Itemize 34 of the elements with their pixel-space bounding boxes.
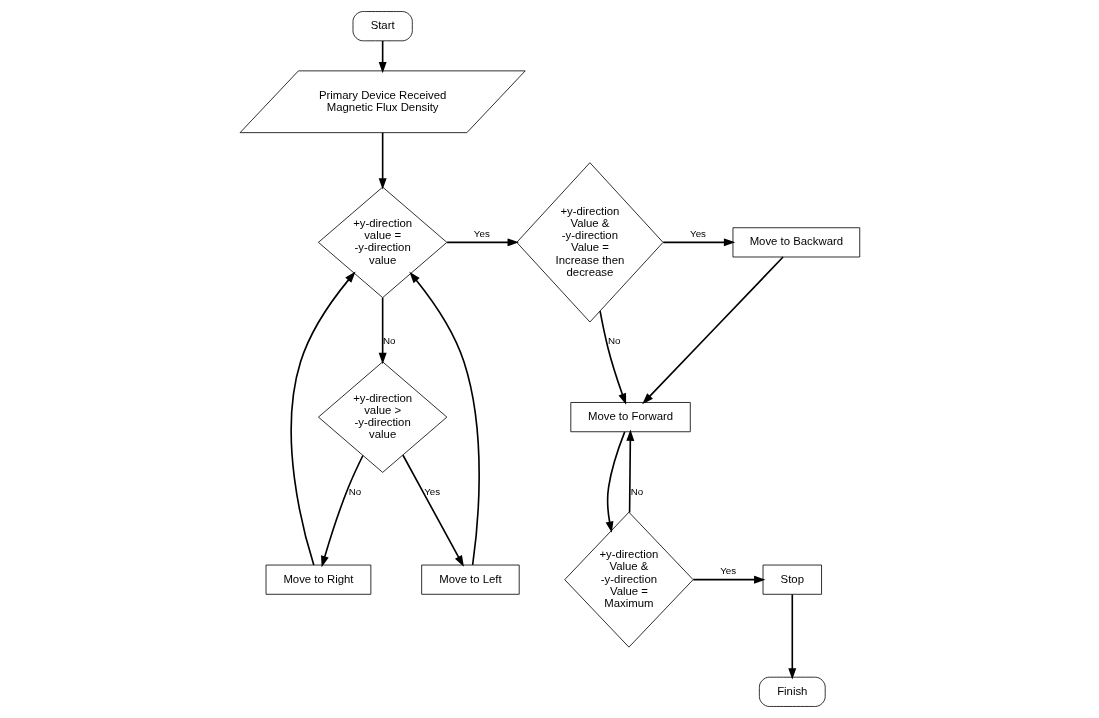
arrow bbox=[378, 40, 387, 74]
edge-label: No bbox=[607, 335, 621, 347]
arrow bbox=[290, 271, 356, 566]
node-box: Move to Left bbox=[420, 564, 520, 595]
arrow bbox=[378, 296, 387, 365]
edge-label: Yes bbox=[473, 228, 490, 240]
arrow bbox=[320, 454, 364, 568]
node-diamond: +y-direction value = -y-direction value bbox=[317, 186, 447, 299]
arrow bbox=[401, 454, 464, 567]
node-box: Start bbox=[352, 11, 413, 42]
edge-label: No bbox=[630, 485, 643, 497]
node-box: Finish bbox=[758, 676, 826, 707]
arrow bbox=[691, 575, 765, 584]
arrow bbox=[641, 256, 784, 405]
arrow bbox=[625, 429, 634, 514]
node-diamond: +y-direction Value & -y-direction Value = Increase then decrease bbox=[515, 162, 663, 323]
node-box: Move to Backward bbox=[732, 227, 860, 258]
edge-label: Yes bbox=[719, 565, 736, 577]
arrow bbox=[445, 238, 519, 247]
edge-label: Yes bbox=[689, 228, 706, 240]
arrow bbox=[605, 431, 626, 533]
arrow bbox=[787, 593, 796, 680]
arrow bbox=[661, 238, 735, 247]
node-box: Move to Forward bbox=[569, 402, 691, 433]
edge-label: Yes bbox=[423, 485, 440, 497]
arrow bbox=[378, 131, 387, 190]
node-diamond: +y-direction Value & -y-direction Value = Maximum bbox=[563, 511, 694, 648]
node-diamond: +y-direction value > -y-direction value bbox=[317, 361, 447, 473]
arrow bbox=[598, 310, 626, 405]
arrow bbox=[408, 271, 480, 566]
edge-label: No bbox=[382, 335, 395, 347]
node-box: Stop bbox=[762, 564, 822, 595]
node-box: Move to Right bbox=[265, 564, 371, 595]
edge-label: No bbox=[348, 485, 361, 497]
